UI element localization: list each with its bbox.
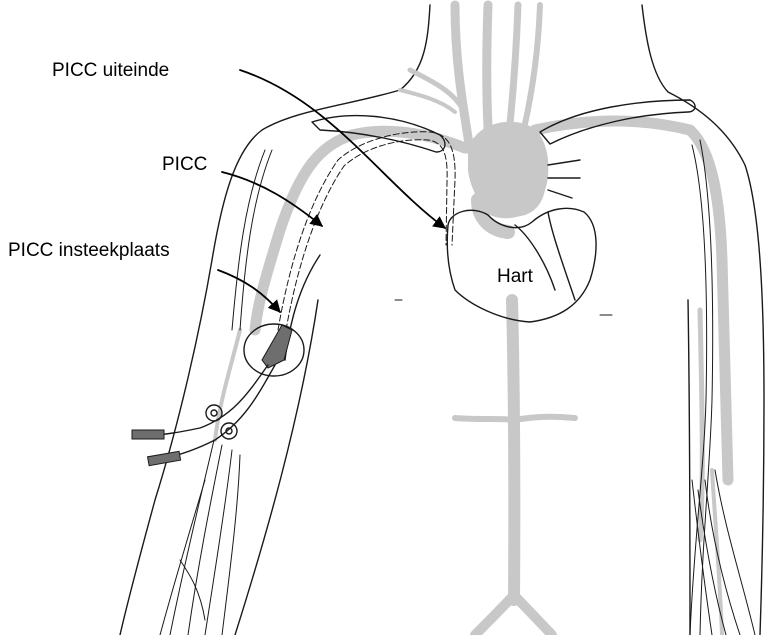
label-insertion-site: PICC insteekplaats (8, 240, 170, 261)
label-heart: Hart (497, 266, 534, 287)
label-picc: PICC (162, 154, 207, 175)
picc-catheter (278, 132, 455, 330)
extension-lines (132, 365, 275, 466)
left-arm-detail (160, 150, 272, 635)
body-outline (120, 5, 764, 635)
insertion-site (244, 324, 304, 376)
heart (395, 122, 612, 322)
label-picc-tip: PICC uiteinde (52, 60, 169, 81)
